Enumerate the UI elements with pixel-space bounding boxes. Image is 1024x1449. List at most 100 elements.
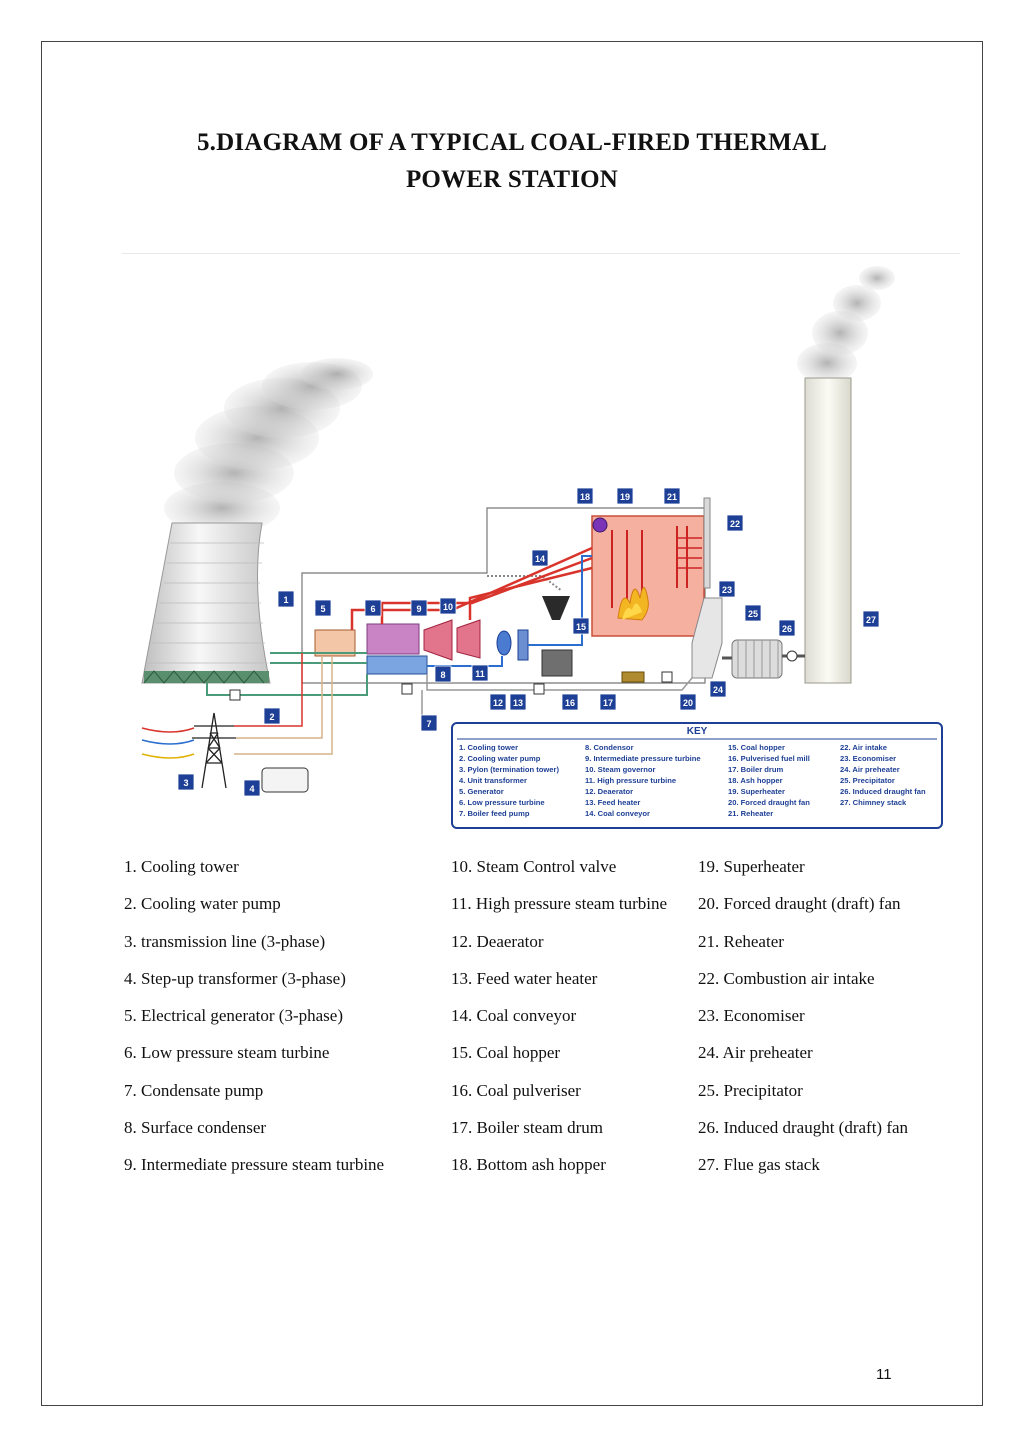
key-item: 26. Induced draught fan: [840, 787, 926, 796]
legend-column-2: 10. Steam Control valve 11. High pressur…: [451, 855, 667, 1191]
key-item: 4. Unit transformer: [459, 776, 527, 785]
cooling-tower-base: [144, 671, 269, 683]
key-item: 23. Economiser: [840, 754, 896, 763]
diagram-badge-2: 2: [263, 707, 281, 725]
svg-text:24: 24: [713, 685, 723, 695]
boiler-furnace: [591, 515, 705, 637]
key-item: 5. Generator: [459, 787, 504, 796]
svg-text:27: 27: [866, 615, 876, 625]
diagram-badge-6: 6: [364, 599, 382, 617]
hp-turbine: [456, 619, 481, 659]
diagram-badge-20: 20: [679, 693, 697, 711]
legend-item: 18. Bottom ash hopper: [451, 1155, 606, 1175]
coal-hopper: [542, 596, 570, 620]
diagram-badge-8: 8: [434, 665, 452, 683]
key-item: 8. Condensor: [585, 743, 634, 752]
legend-item: 27. Flue gas stack: [698, 1155, 820, 1175]
svg-text:3: 3: [183, 778, 188, 788]
legend-column-3: 19. Superheater 20. Forced draught (draf…: [698, 855, 908, 1191]
legend-item: 24. Air preheater: [698, 1043, 813, 1063]
diagram-badge-11: 11: [471, 664, 489, 682]
diagram-badge-18: 18: [576, 487, 594, 505]
page-number: 11: [876, 1366, 892, 1383]
key-item: 17. Boiler drum: [728, 765, 784, 774]
key-item: 2. Cooling water pump: [459, 754, 541, 763]
legend-item: 3. transmission line (3-phase): [124, 931, 326, 951]
legend-item: 14. Coal conveyor: [451, 1006, 577, 1026]
svg-text:2: 2: [269, 712, 274, 722]
legend-item: 25. Precipitator: [698, 1080, 803, 1100]
diagram-badge-3: 3: [177, 773, 195, 791]
diagram-badge-5: 5: [314, 599, 332, 617]
key-item: 3. Pylon (termination tower): [459, 765, 559, 774]
key-item: 19. Superheater: [728, 787, 785, 796]
diagram-badge-16: 16: [561, 693, 579, 711]
legend-item: 16. Coal pulveriser: [451, 1080, 581, 1100]
key-item: 16. Pulverised fuel mill: [728, 754, 810, 763]
deaerator: [496, 630, 512, 656]
diagram-badge-26: 26: [778, 619, 796, 637]
key-item: 20. Forced draught fan: [728, 798, 810, 807]
ash-hopper: [621, 671, 645, 683]
svg-text:12: 12: [493, 698, 503, 708]
legend-item: 11. High pressure steam turbine: [451, 894, 668, 914]
key-item: 24. Air preheater: [840, 765, 900, 774]
svg-text:5: 5: [320, 604, 325, 614]
chimney-stack: [804, 377, 852, 684]
legend-item: 26. Induced draught (draft) fan: [698, 1118, 909, 1138]
transmission-lines: [141, 653, 333, 759]
cooling-tower-plume: [164, 358, 373, 534]
legend-item: 12. Deaerator: [451, 931, 544, 951]
key-item: 6. Low pressure turbine: [459, 798, 545, 807]
svg-text:23: 23: [722, 585, 732, 595]
diagram-badge-17: 17: [599, 693, 617, 711]
diagram-badge-23: 23: [718, 580, 736, 598]
pylon: [192, 712, 236, 789]
diagram-badge-14: 14: [531, 549, 549, 567]
legend-item: 17. Boiler steam drum: [451, 1118, 604, 1138]
legend-item: 6. Low pressure steam turbine: [124, 1043, 330, 1063]
page-border: [41, 41, 983, 1406]
legend-item: 13. Feed water heater: [451, 968, 598, 988]
svg-text:11: 11: [475, 669, 485, 679]
precipitator: [731, 639, 783, 679]
diagram-badge-7: 7: [420, 714, 438, 732]
cooling-tower-bands: [148, 542, 268, 664]
key-item: 10. Steam governor: [585, 765, 656, 774]
svg-text:17: 17: [603, 698, 613, 708]
key-item: 18. Ash hopper: [728, 776, 783, 785]
svg-text:4: 4: [249, 784, 254, 794]
svg-text:15: 15: [576, 622, 586, 632]
diagram-badge-25: 25: [744, 604, 762, 622]
separator-rule: [122, 253, 960, 254]
surface-condenser: [366, 655, 428, 675]
legend-item: 9. Intermediate pressure steam turbine: [124, 1155, 385, 1175]
legend-item: 22. Combustion air intake: [698, 968, 875, 988]
step-up-transformer: [261, 767, 309, 793]
legend-item: 15. Coal hopper: [451, 1043, 561, 1063]
flue-duct: [691, 597, 723, 679]
key-item: 7. Boiler feed pump: [459, 809, 530, 818]
diagram-badge-13: 13: [509, 693, 527, 711]
key-item: 11. High pressure turbine: [585, 776, 676, 785]
diagram-badge-12: 12: [489, 693, 507, 711]
diagram-badge-10: 10: [439, 597, 457, 615]
diagram-badge-4: 4: [243, 779, 261, 797]
key-item: 9. Intermediate pressure turbine: [585, 754, 701, 763]
ip-turbine: [423, 619, 453, 661]
generator: [314, 629, 356, 657]
key-item: 25. Precipitator: [840, 776, 895, 785]
svg-text:21: 21: [667, 492, 677, 502]
svg-text:13: 13: [513, 698, 523, 708]
boiler-drum: [592, 517, 608, 533]
legend-item: 21. Reheater: [698, 931, 784, 951]
legend-item: 8. Surface condenser: [124, 1118, 267, 1138]
legend-item: 5. Electrical generator (3-phase): [124, 1006, 343, 1026]
chimney-plume: [797, 266, 895, 383]
key-item: 1. Cooling tower: [459, 743, 518, 752]
svg-text:10: 10: [443, 602, 453, 612]
svg-text:16: 16: [565, 698, 575, 708]
key-title: KEY: [687, 726, 708, 737]
